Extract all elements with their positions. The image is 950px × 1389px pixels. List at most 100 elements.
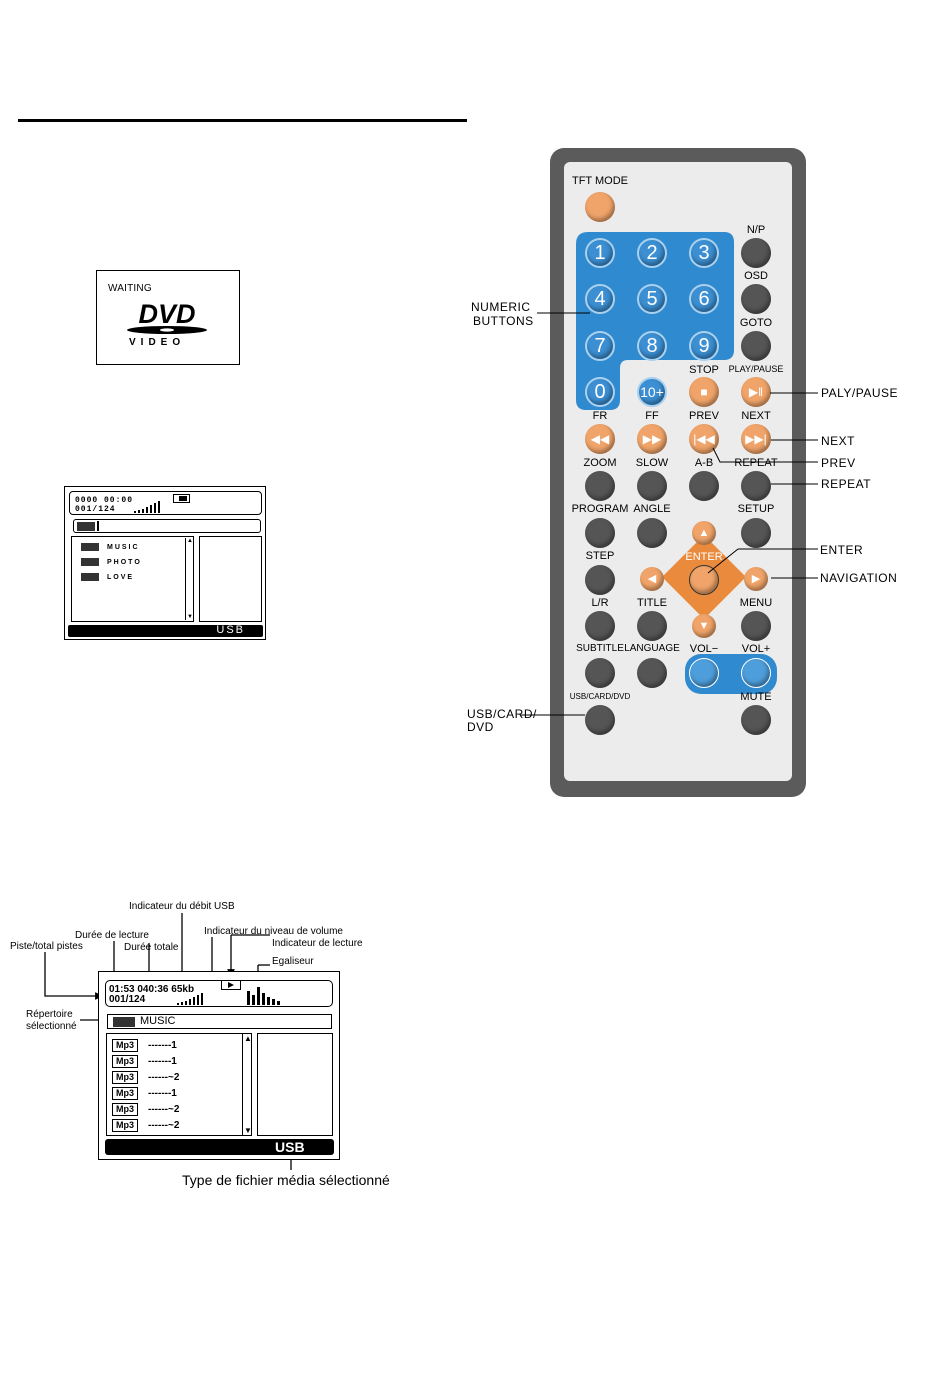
play-pause-button[interactable]: ▶‖ [741,377,771,407]
lr-button[interactable] [585,611,615,641]
scroll-down-icon[interactable]: ▼ [244,1126,252,1135]
list-item[interactable]: PHOTO [81,558,142,566]
eq-annotation: Egaliseur [272,956,314,967]
ab-button[interactable] [689,471,719,501]
stop-label: STOP [689,364,719,376]
osd-label: OSD [744,270,768,282]
media-type-bar: USB [68,624,263,637]
list-item[interactable]: Mp3-------1 [112,1055,177,1068]
nav-up-button[interactable]: ▲ [692,521,716,545]
type-annotation: Type de fichier média sélectionné [182,1172,390,1188]
play-pause-icon: ▶‖ [748,385,764,399]
list-item[interactable]: Mp3------~2 [112,1119,179,1132]
num-3-button[interactable]: 3 [689,238,719,268]
goto-button[interactable] [741,331,771,361]
folder-name: MUSIC [140,1015,176,1027]
play-annotation: Indicateur de lecture [272,938,363,949]
fr-label: FR [592,410,608,422]
vol-up-button[interactable] [741,658,771,688]
vol-down-button[interactable] [689,658,719,688]
repeat-button[interactable] [741,471,771,501]
time-readout: 0000 00:00 [75,496,134,505]
enter-button[interactable] [689,565,719,595]
program-button[interactable] [585,518,615,548]
language-button[interactable] [637,658,667,688]
list-item[interactable]: Mp3------~2 [112,1071,179,1084]
slow-button[interactable] [637,471,667,501]
stop-button[interactable]: ■ [689,377,719,407]
num-5-button[interactable]: 5 [637,284,667,314]
file-list[interactable] [106,1033,252,1136]
next-label: NEXT [741,410,771,422]
zoom-label: ZOOM [583,457,617,469]
osd-button[interactable] [741,284,771,314]
step-label: STEP [585,550,615,562]
file-type-badge: Mp3 [112,1071,138,1084]
list-item[interactable]: Mp3------~2 [112,1103,179,1116]
list-item[interactable]: LOVE [81,573,134,581]
repeat-callout: REPEAT [821,477,872,491]
play-pause-callout: PALY/PAUSE [821,386,899,400]
folder-icon [77,522,95,531]
num-10plus-button[interactable]: 10+ [637,377,667,407]
num-8-button[interactable]: 8 [637,331,667,361]
numeric-callout-2: BUTTONS [473,314,534,328]
subtitle-button[interactable] [585,658,615,688]
file-type-badge: Mp3 [112,1087,138,1100]
num-9-button[interactable]: 9 [689,331,719,361]
fr-button[interactable]: ◀◀ [585,424,615,454]
file-list[interactable] [71,536,194,622]
num-2-button[interactable]: 2 [637,238,667,268]
enter-label: ENTER [685,551,723,563]
file-type-badge: Mp3 [112,1103,138,1116]
np-label: N/P [746,224,766,236]
nav-down-button[interactable]: ▼ [692,614,716,638]
scroll-up-icon[interactable]: ▲ [244,1034,252,1043]
preview-panel [199,536,262,622]
num-6-button[interactable]: 6 [689,284,719,314]
nav-right-button[interactable]: ▶ [744,567,768,591]
usb-card-dvd-label: USB/CARD/DVD [569,692,631,701]
folder-icon [81,558,99,566]
list-item[interactable]: MUSIC [81,543,140,551]
num-4-button[interactable]: 4 [585,284,615,314]
next-button[interactable]: ▶▶| [741,424,771,454]
preview-panel [257,1033,333,1136]
step-button[interactable] [585,565,615,595]
title-label: TITLE [637,597,667,609]
scrollbar[interactable]: ▲ ▼ [242,1034,252,1135]
tft-mode-button[interactable] [585,192,615,222]
title-button[interactable] [637,611,667,641]
mute-button[interactable] [741,705,771,735]
arrow-up-icon: ▲ [698,527,710,539]
rewind-icon: ◀◀ [590,432,610,446]
waiting-status: WAITING [108,283,152,294]
list-item[interactable]: Mp3-------1 [112,1039,177,1052]
scrollbar[interactable]: ▲ ▼ [185,538,194,620]
num-7-button[interactable]: 7 [585,331,615,361]
num-1-button[interactable]: 1 [585,238,615,268]
language-label: LANGUAGE [624,643,680,654]
menu-button[interactable] [741,611,771,641]
nav-left-button[interactable]: ◀ [640,567,664,591]
scroll-up-icon[interactable]: ▲ [187,538,193,544]
scroll-down-icon[interactable]: ▼ [187,614,193,620]
dir-annotation-2: sélectionné [26,1021,77,1032]
selected-directory: MUSIC [107,1014,332,1029]
usb-card-dvd-button[interactable] [585,705,615,735]
track-readout: 001/124 [75,505,116,514]
zoom-button[interactable] [585,471,615,501]
dir-annotation-1: Répertoire [26,1009,73,1020]
vol-down-label: VOL− [689,643,719,655]
lr-label: L/R [591,597,609,609]
section-divider [18,119,467,122]
equalizer-icon [247,987,280,1005]
setup-button[interactable] [741,518,771,548]
dvd-logo-icon: DVD [127,301,207,334]
np-button[interactable] [741,238,771,268]
list-item[interactable]: Mp3-------1 [112,1087,177,1100]
angle-button[interactable] [637,518,667,548]
ff-button[interactable]: ▶▶ [637,424,667,454]
dvd-logo-sub: VIDEO [129,337,186,348]
num-0-button[interactable]: 0 [585,377,615,407]
